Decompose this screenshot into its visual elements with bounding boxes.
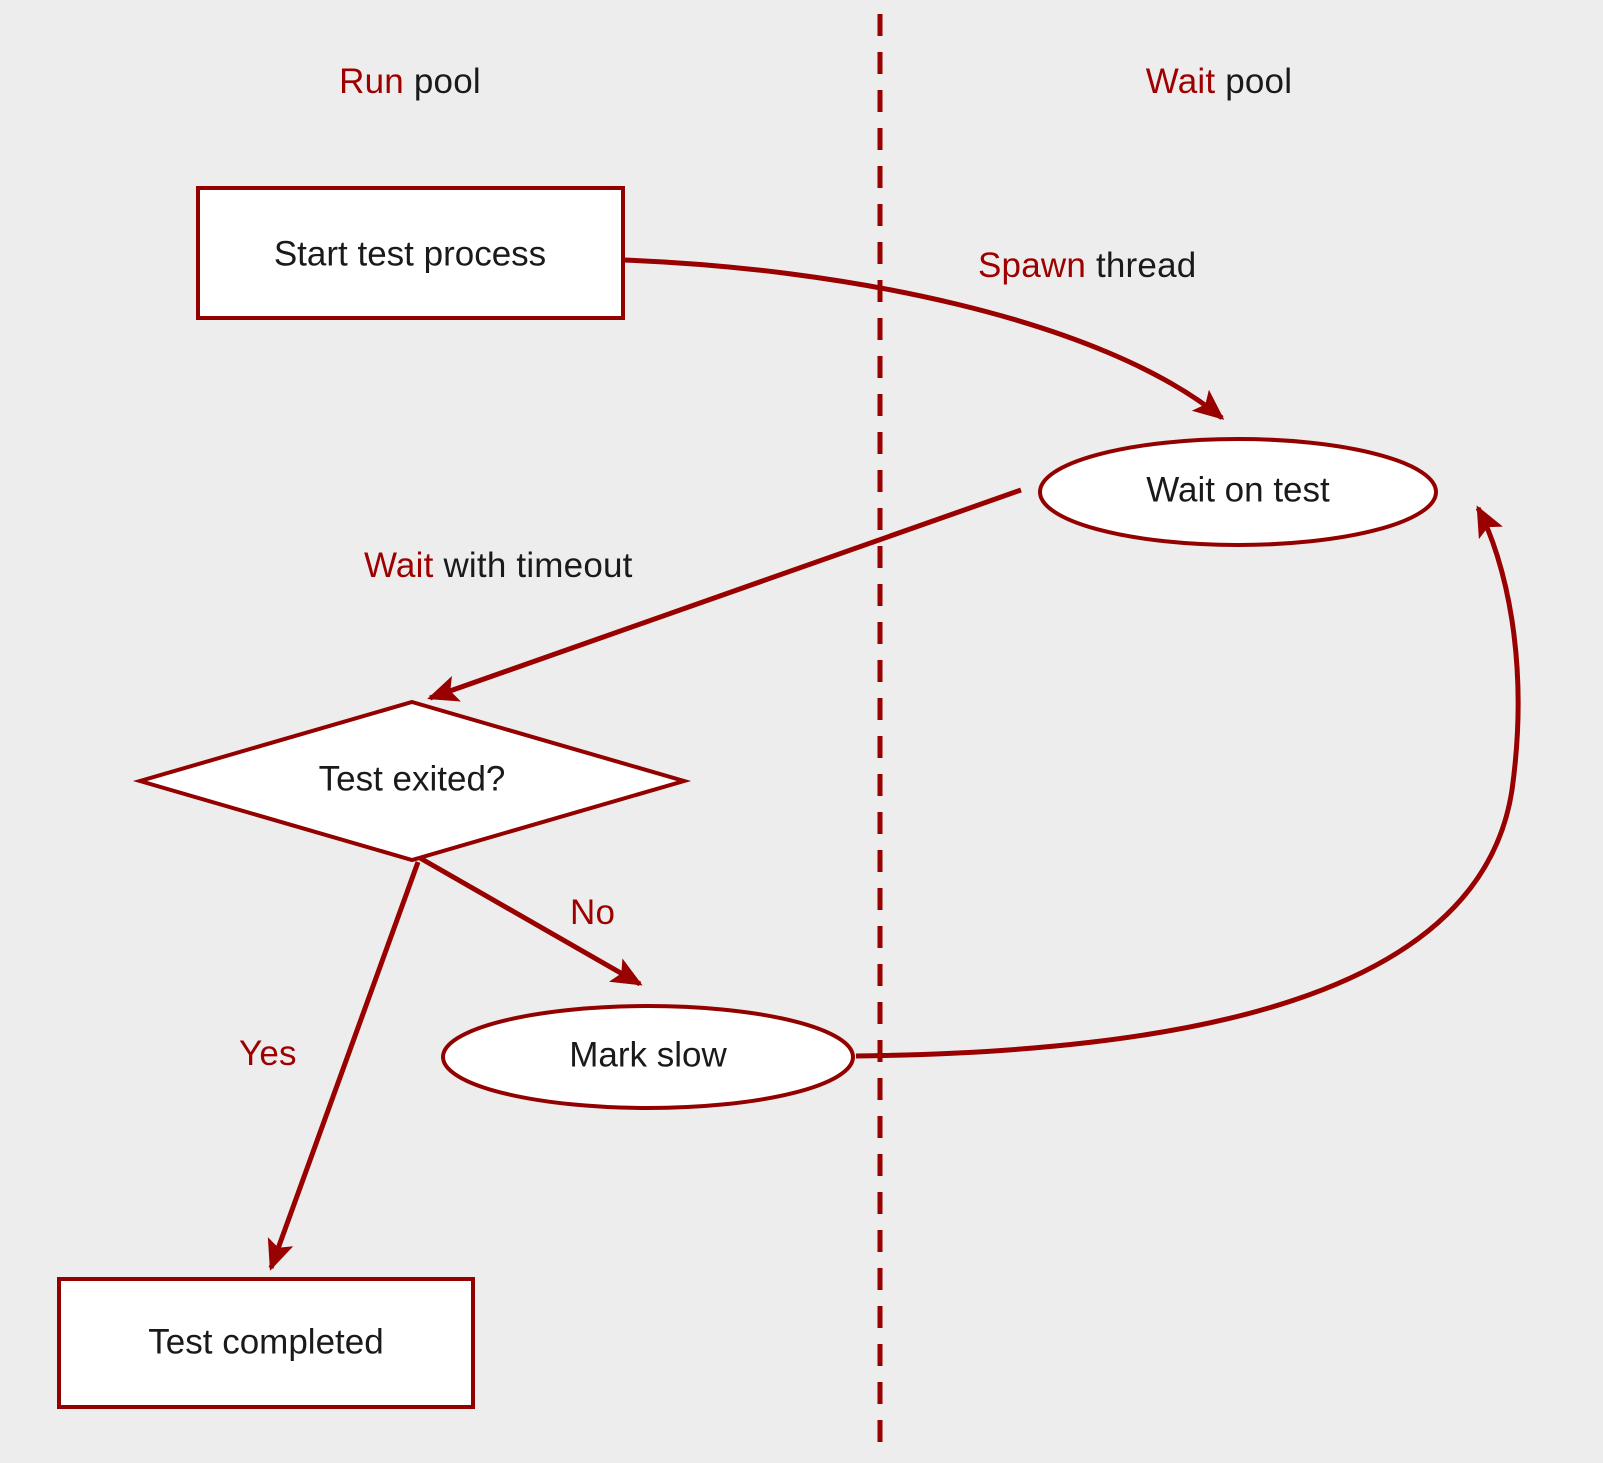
node-wait-on-test[interactable]	[1038, 437, 1438, 547]
edge-label-wait-with-timeout: Wait with timeout	[364, 546, 633, 586]
node-test-exited[interactable]	[132, 699, 692, 863]
node-mark-slow[interactable]	[441, 1004, 855, 1110]
edge-label-yes: Yes	[239, 1034, 297, 1073]
pool-header-wait: Wait pool	[1146, 62, 1292, 102]
node-label-test-completed: Test completed	[148, 1322, 383, 1361]
edge-wait-with-timeout	[427, 487, 1022, 702]
edge-label-spawn-thread: Spawn thread	[978, 246, 1196, 286]
edge-loop-back	[855, 505, 1521, 1059]
edge-label-no: No	[570, 893, 616, 932]
edge-label-spawn-rest: thread	[1086, 246, 1197, 285]
edge-spawn-thread	[623, 257, 1225, 420]
node-label-wait-on-test: Wait on test	[1146, 470, 1330, 509]
edge-no-branch	[418, 855, 643, 987]
node-test-completed[interactable]	[57, 1277, 475, 1409]
edge-label-spawn-keyword: Spawn	[978, 246, 1087, 285]
pool-header-run-rest: pool	[403, 62, 481, 101]
node-label-mark-slow: Mark slow	[569, 1035, 727, 1074]
pool-header-wait-keyword: Wait	[1145, 62, 1216, 101]
edge-yes-branch	[267, 861, 421, 1271]
edge-label-wait-keyword: Wait	[364, 546, 434, 585]
node-label-start-test-process: Start test process	[274, 234, 546, 273]
edge-label-wait-rest: with timeout	[433, 546, 633, 585]
pool-header-run: Run pool	[339, 62, 481, 102]
pool-header-run-keyword: Run	[339, 62, 404, 101]
node-label-test-exited: Test exited?	[319, 759, 506, 798]
pool-header-wait-rest: pool	[1215, 62, 1293, 101]
node-start-test-process[interactable]	[196, 186, 625, 320]
